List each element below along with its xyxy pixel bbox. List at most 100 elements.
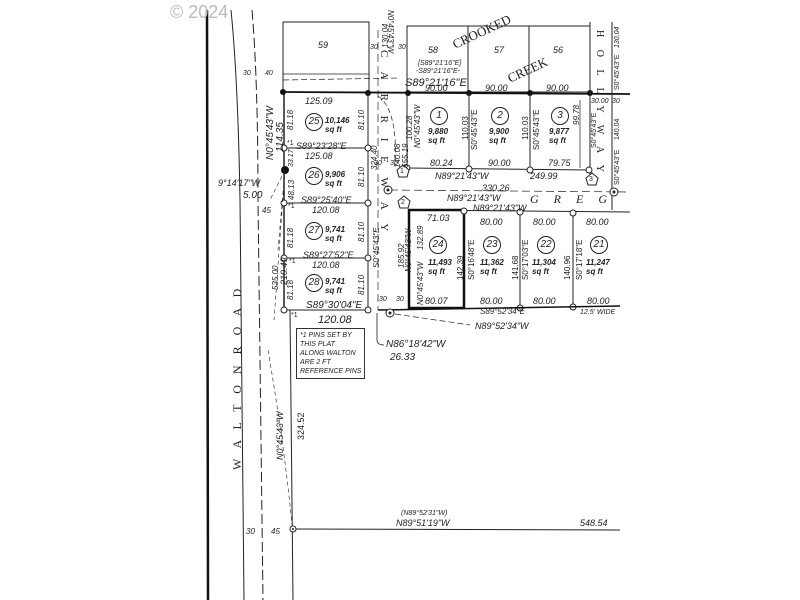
bearing-lot1-n0: N0°45'43"W [413, 104, 422, 148]
distance-130-04-top: 130.04 [381, 23, 390, 48]
distance-48-13: 48.13 [287, 179, 296, 200]
street-greg: G R E G [530, 192, 613, 206]
bearing-north-line: S89°21'16"E [405, 77, 467, 89]
curve-marker-2: 2 [401, 199, 405, 206]
distance-80-00-b: 80.00 [533, 217, 556, 227]
bearing-s0-17-18: S0°17'18"E [575, 239, 584, 280]
distance-79-75: 79.75 [548, 158, 571, 168]
distance-140-04: 140.04 [614, 118, 621, 140]
bearing-s0-17-03: S0°17'03"E [521, 239, 530, 280]
pin-marker-4: *1 [291, 312, 298, 319]
distance-45: 45 [262, 206, 271, 215]
distance-81-10-d: 81.10 [357, 274, 366, 295]
adjacent-lot-56: 56 [553, 45, 564, 55]
distance-81-18-b: 81.18 [286, 227, 295, 248]
distance-110-03-a: 110.03 [461, 116, 470, 140]
distance-90-00-a: 90.00 [425, 83, 448, 93]
distance-140-96: 140.96 [563, 255, 572, 280]
distance-5-00: 5.00 [243, 190, 263, 201]
distance-114-35: 114.35 [275, 122, 286, 152]
street-carrie-way: C A R R I E W A Y [378, 50, 390, 238]
distance-125-08: 125.08 [305, 151, 333, 161]
lot-number-28: 28 [305, 274, 323, 292]
bearing-lot2-s0: S0°45'43"E [470, 109, 479, 150]
bearing-n86-18-42: N86°18'42"W [386, 339, 446, 350]
adjacent-lot-57: 57 [494, 45, 505, 55]
distance-30-00-holly: 30.00 [591, 98, 609, 105]
bearing-holly-s0-3: S0°45'43"E [591, 112, 598, 148]
bearing-s89-27-52: S89°27'52"E [303, 250, 354, 260]
lot-number-2: 2 [491, 107, 509, 125]
distance-30-carrie-r: 30 [390, 160, 398, 167]
bearing-n89-21-43-a: N89°21'43"W [435, 171, 489, 181]
distance-90-00-d: 90.00 [488, 158, 511, 168]
distance-30-bottom: 30 [246, 527, 255, 536]
lot-number-25: 25 [305, 113, 323, 131]
distance-30-bot-r: 30 [396, 296, 404, 303]
distance-330-26: 330.26 [482, 183, 510, 193]
distance-26-33: 26.33 [390, 352, 416, 363]
lot-number-26: 26 [305, 167, 323, 185]
distance-45-bottom: 45 [271, 527, 280, 536]
distance-141-68: 141.68 [511, 255, 520, 280]
bearing-9-14-17: 9°14'17"W [218, 178, 261, 188]
distance-655-19: 655.19 [401, 143, 410, 168]
distance-80-00-d: 80.00 [480, 296, 503, 306]
lot-number-21: 21 [590, 236, 608, 254]
bearing-s89-30-04: S89°30'04"E [306, 300, 363, 311]
distance-30-carrie-l: 30 [374, 160, 382, 167]
bearing-record-2: -S89°21'16"E- [416, 68, 460, 75]
bearing-s0-16-48: S0°16'48"E [467, 239, 476, 280]
distance-80-00-e: 80.00 [533, 296, 556, 306]
distance-30-bot-l: 30 [379, 296, 387, 303]
distance-81-10-c: 81.10 [357, 221, 366, 242]
bearing-record-1: [S89°21'16"E] [418, 60, 462, 67]
bearing-n89-52-34: N89°52'34"W [475, 321, 529, 331]
bearing-s89-23-28: S89°23'28"E [296, 141, 347, 151]
distance-90-00-c: 90.00 [546, 83, 569, 93]
pin-marker-1: *1 [287, 140, 294, 147]
distance-120-08-c: 120.08 [318, 314, 352, 326]
distance-81-18-c: 81.18 [286, 279, 295, 300]
lot-number-3: 3 [551, 107, 569, 125]
bearing-n89-21-43-b: N89°21'43"W [447, 193, 501, 203]
adjacent-lot-58: 58 [428, 45, 439, 55]
distance-130-04-holly: 130.04 [614, 26, 621, 48]
copyright-watermark: © 2024 [170, 2, 229, 22]
bearing-carrie-n0: N0°45'43"W [404, 228, 413, 272]
distance-71-03: 71.03 [427, 213, 450, 223]
lot-number-23: 23 [483, 236, 501, 254]
distance-30-holly: 30 [612, 98, 620, 105]
distance-324-52: 324.52 [296, 412, 306, 440]
distance-80-24: 80.24 [430, 158, 453, 168]
curve-marker-3: 3 [589, 176, 593, 183]
lot-number-27: 27 [305, 222, 323, 240]
bearing-s89-52-34: S89°52'34"E [480, 307, 525, 316]
adjacent-lot-59: 59 [318, 40, 329, 50]
distance-132-89: 132.89 [416, 225, 425, 250]
distance-110-03-b: 110.03 [521, 116, 530, 140]
distance-142-39: 142.39 [456, 255, 465, 280]
pins-note: *1 PINS SET BY THIS PLAT ALONG WALTON AR… [296, 328, 366, 379]
distance-80-00-f: 80.00 [587, 296, 610, 306]
distance-33-17: 33.17 [288, 149, 295, 167]
distance-30-top-l: 30 [370, 44, 378, 51]
distance-548-54: 548.54 [580, 518, 608, 528]
distance-30-walton-top: 30 [243, 70, 251, 77]
distance-12-5-wide: 12.5' WIDE [580, 309, 616, 316]
distance-30-top-r: 30 [398, 44, 406, 51]
lot-number-1: 1 [430, 107, 448, 125]
bearing-holly-s0-2: S0°45'43"E [614, 149, 621, 185]
bearing-walton-n0: N0°45'43"W [275, 411, 285, 460]
pin-marker-3: *1 [289, 258, 296, 265]
distance-99-78: 99.78 [572, 104, 581, 125]
bearing-record-n89-52-31: (N89°52'31"W) [401, 510, 448, 517]
distance-120-08-b: 120.08 [312, 260, 340, 270]
bearing-lot24-n0: N0°45'43"W [416, 261, 425, 305]
lot-number-22: 22 [537, 236, 555, 254]
